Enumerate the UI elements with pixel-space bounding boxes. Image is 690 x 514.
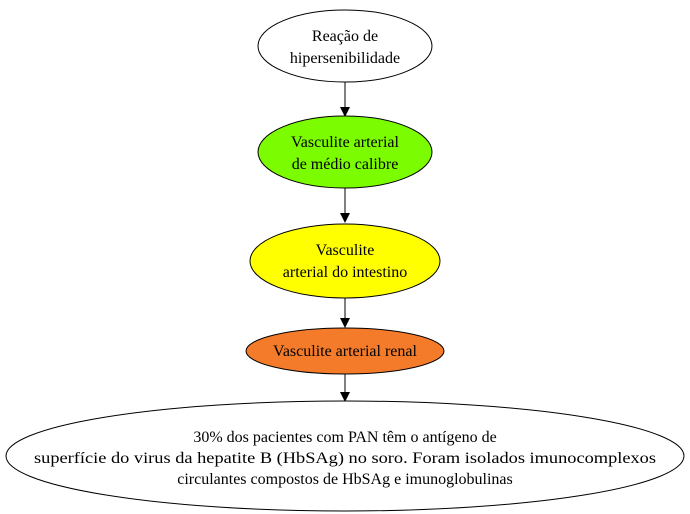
- node-renal-vasculitis: Vasculite arterial renal: [245, 327, 445, 375]
- node-label-line: circulantes compostos de HbSAg e imunogl…: [177, 471, 513, 488]
- node-shape: [249, 223, 441, 299]
- node-label-line: hipersenibilidade: [290, 50, 400, 67]
- node-label-line: Vasculite arterial: [291, 134, 400, 151]
- node-label-line: de médio calibre: [292, 156, 399, 173]
- node-shape: [5, 400, 685, 512]
- node-medium-caliber-vasculitis: Vasculite arterial de médio calibre: [257, 115, 433, 189]
- node-label-line: arterial do intestino: [283, 264, 407, 281]
- node-label-line: Reação de: [312, 28, 378, 45]
- node-label-line: superfície do virus da hepatite B (HbSAg…: [34, 450, 656, 467]
- node-shape: [257, 115, 433, 189]
- node-shape: [245, 327, 445, 375]
- node-shape: [257, 9, 433, 83]
- node-hypersensitivity: Reação de hipersenibilidade: [257, 9, 433, 83]
- node-label-line: Vasculite arterial renal: [273, 343, 417, 360]
- node-label-line: Vasculite: [316, 242, 375, 259]
- node-intestinal-vasculitis: Vasculite arterial do intestino: [249, 223, 441, 299]
- node-hbsag-note: 30% dos pacientes com PAN têm o antígeno…: [5, 400, 685, 512]
- node-label-line: 30% dos pacientes com PAN têm o antígeno…: [193, 429, 496, 446]
